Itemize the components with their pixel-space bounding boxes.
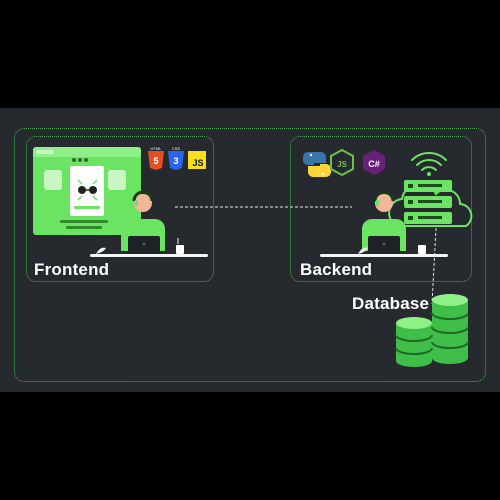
css3-caption: CSS: [172, 146, 181, 151]
nodejs-icon: JS: [330, 148, 354, 177]
css3-icon: 3 CSS: [168, 146, 184, 170]
database-icon: [395, 294, 469, 367]
diagram-graphics: 5 HTML 3 CSS JS JS C#: [33, 146, 473, 367]
nodejs-glyph: JS: [337, 160, 347, 169]
csharp-icon: C#: [363, 150, 385, 175]
html5-icon: 5 HTML: [148, 146, 164, 170]
backend-developer-illustration: [320, 190, 448, 257]
javascript-icon: JS: [188, 151, 206, 169]
backend-container: [290, 136, 472, 282]
system-outline: [14, 128, 486, 382]
diagram-panel: 5 HTML 3 CSS JS JS C#: [0, 108, 500, 392]
wifi-icon: [411, 151, 447, 176]
frontend-developer-illustration: [90, 190, 208, 257]
javascript-glyph: JS: [192, 158, 203, 168]
csharp-glyph: C#: [368, 159, 380, 169]
frontend-label: Frontend: [34, 260, 110, 279]
cloud-server-icon: [388, 180, 473, 227]
frontend-container: [26, 136, 214, 282]
python-icon: [303, 152, 331, 177]
database-label: Database: [352, 294, 430, 313]
html5-caption: HTML: [151, 146, 163, 151]
backend-label: Backend: [300, 260, 373, 279]
db-connector-line: [431, 227, 437, 305]
css3-glyph: 3: [173, 156, 178, 166]
browser-window-illustration: [33, 147, 141, 235]
html5-glyph: 5: [153, 156, 158, 166]
